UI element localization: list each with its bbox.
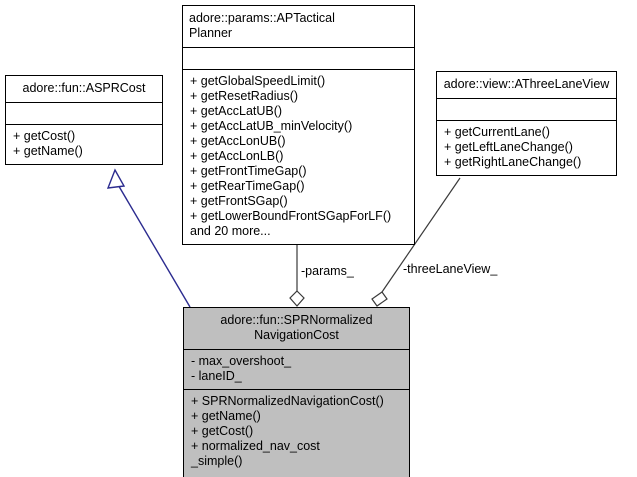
class-member: + getName(): [13, 144, 83, 158]
class-member: + getAccLatUB_minVelocity(): [190, 119, 353, 133]
class-member: + getLowerBoundFrontSGapForLF(): [190, 209, 392, 223]
class-member: + getCost(): [191, 424, 254, 438]
class-attributes-aptacticalplanner: [183, 47, 414, 69]
class-member: + getAccLonLB(): [190, 149, 284, 163]
class-member-more: and 20 more...: [190, 224, 271, 238]
class-attributes-asprcost: [6, 102, 162, 124]
class-title-sprnormalizednavigationcost: adore::fun::SPRNormalized NavigationCost: [220, 313, 373, 342]
class-member: + getRearTimeGap(): [190, 179, 305, 193]
class-box-sprnormalizednavigationcost[interactable]: adore::fun::SPRNormalized NavigationCost…: [183, 307, 410, 477]
class-member: + getAccLatUB(): [190, 104, 283, 118]
class-member: + SPRNormalizedNavigationCost(): [191, 394, 384, 408]
class-member: + getFrontTimeGap(): [190, 164, 307, 178]
class-methods-athreelaneview: + getCurrentLane() + getLeftLaneChange()…: [437, 120, 616, 175]
class-title-aptacticalplanner: adore::params::APTactical Planner: [189, 11, 335, 40]
class-member: + getFrontSGap(): [190, 194, 288, 208]
class-title-asprcost: adore::fun::ASPRCost: [22, 81, 146, 95]
class-member: + getName(): [191, 409, 261, 423]
class-title-athreelaneview: adore::view::AThreeLaneView: [443, 77, 610, 91]
class-member: + getRightLaneChange(): [444, 155, 582, 169]
class-member: + getCurrentLane(): [444, 125, 550, 139]
class-attributes-athreelaneview: [437, 98, 616, 120]
class-member: - max_overshoot_: [191, 354, 292, 368]
edge-label-params: -params_: [301, 264, 354, 278]
class-methods-aptacticalplanner: + getGlobalSpeedLimit() + getResetRadius…: [183, 69, 414, 244]
class-box-asprcost[interactable]: adore::fun::ASPRCost + getCost() + getNa…: [5, 75, 163, 165]
class-member: + getResetRadius(): [190, 89, 299, 103]
class-member: - laneID_: [191, 369, 242, 383]
class-methods-sprnormalizednavigationcost: + SPRNormalizedNavigationCost() + getNam…: [184, 389, 409, 474]
class-member: + getGlobalSpeedLimit(): [190, 74, 326, 88]
class-box-aptacticalplanner[interactable]: adore::params::APTactical Planner + getG…: [182, 5, 415, 245]
class-member: + getAccLonUB(): [190, 134, 286, 148]
class-methods-asprcost: + getCost() + getName(): [6, 124, 162, 164]
edge-label-threelaneview: -threeLaneView_: [403, 262, 498, 276]
class-attributes-sprnormalizednavigationcost: - max_overshoot_ - laneID_: [184, 349, 409, 389]
class-member: _simple(): [191, 454, 243, 468]
class-box-athreelaneview[interactable]: adore::view::AThreeLaneView + getCurrent…: [436, 71, 617, 176]
class-member: + normalized_nav_cost: [191, 439, 320, 453]
class-member: + getCost(): [13, 129, 76, 143]
edge-inheritance: [106, 168, 191, 308]
class-member: + getLeftLaneChange(): [444, 140, 573, 154]
